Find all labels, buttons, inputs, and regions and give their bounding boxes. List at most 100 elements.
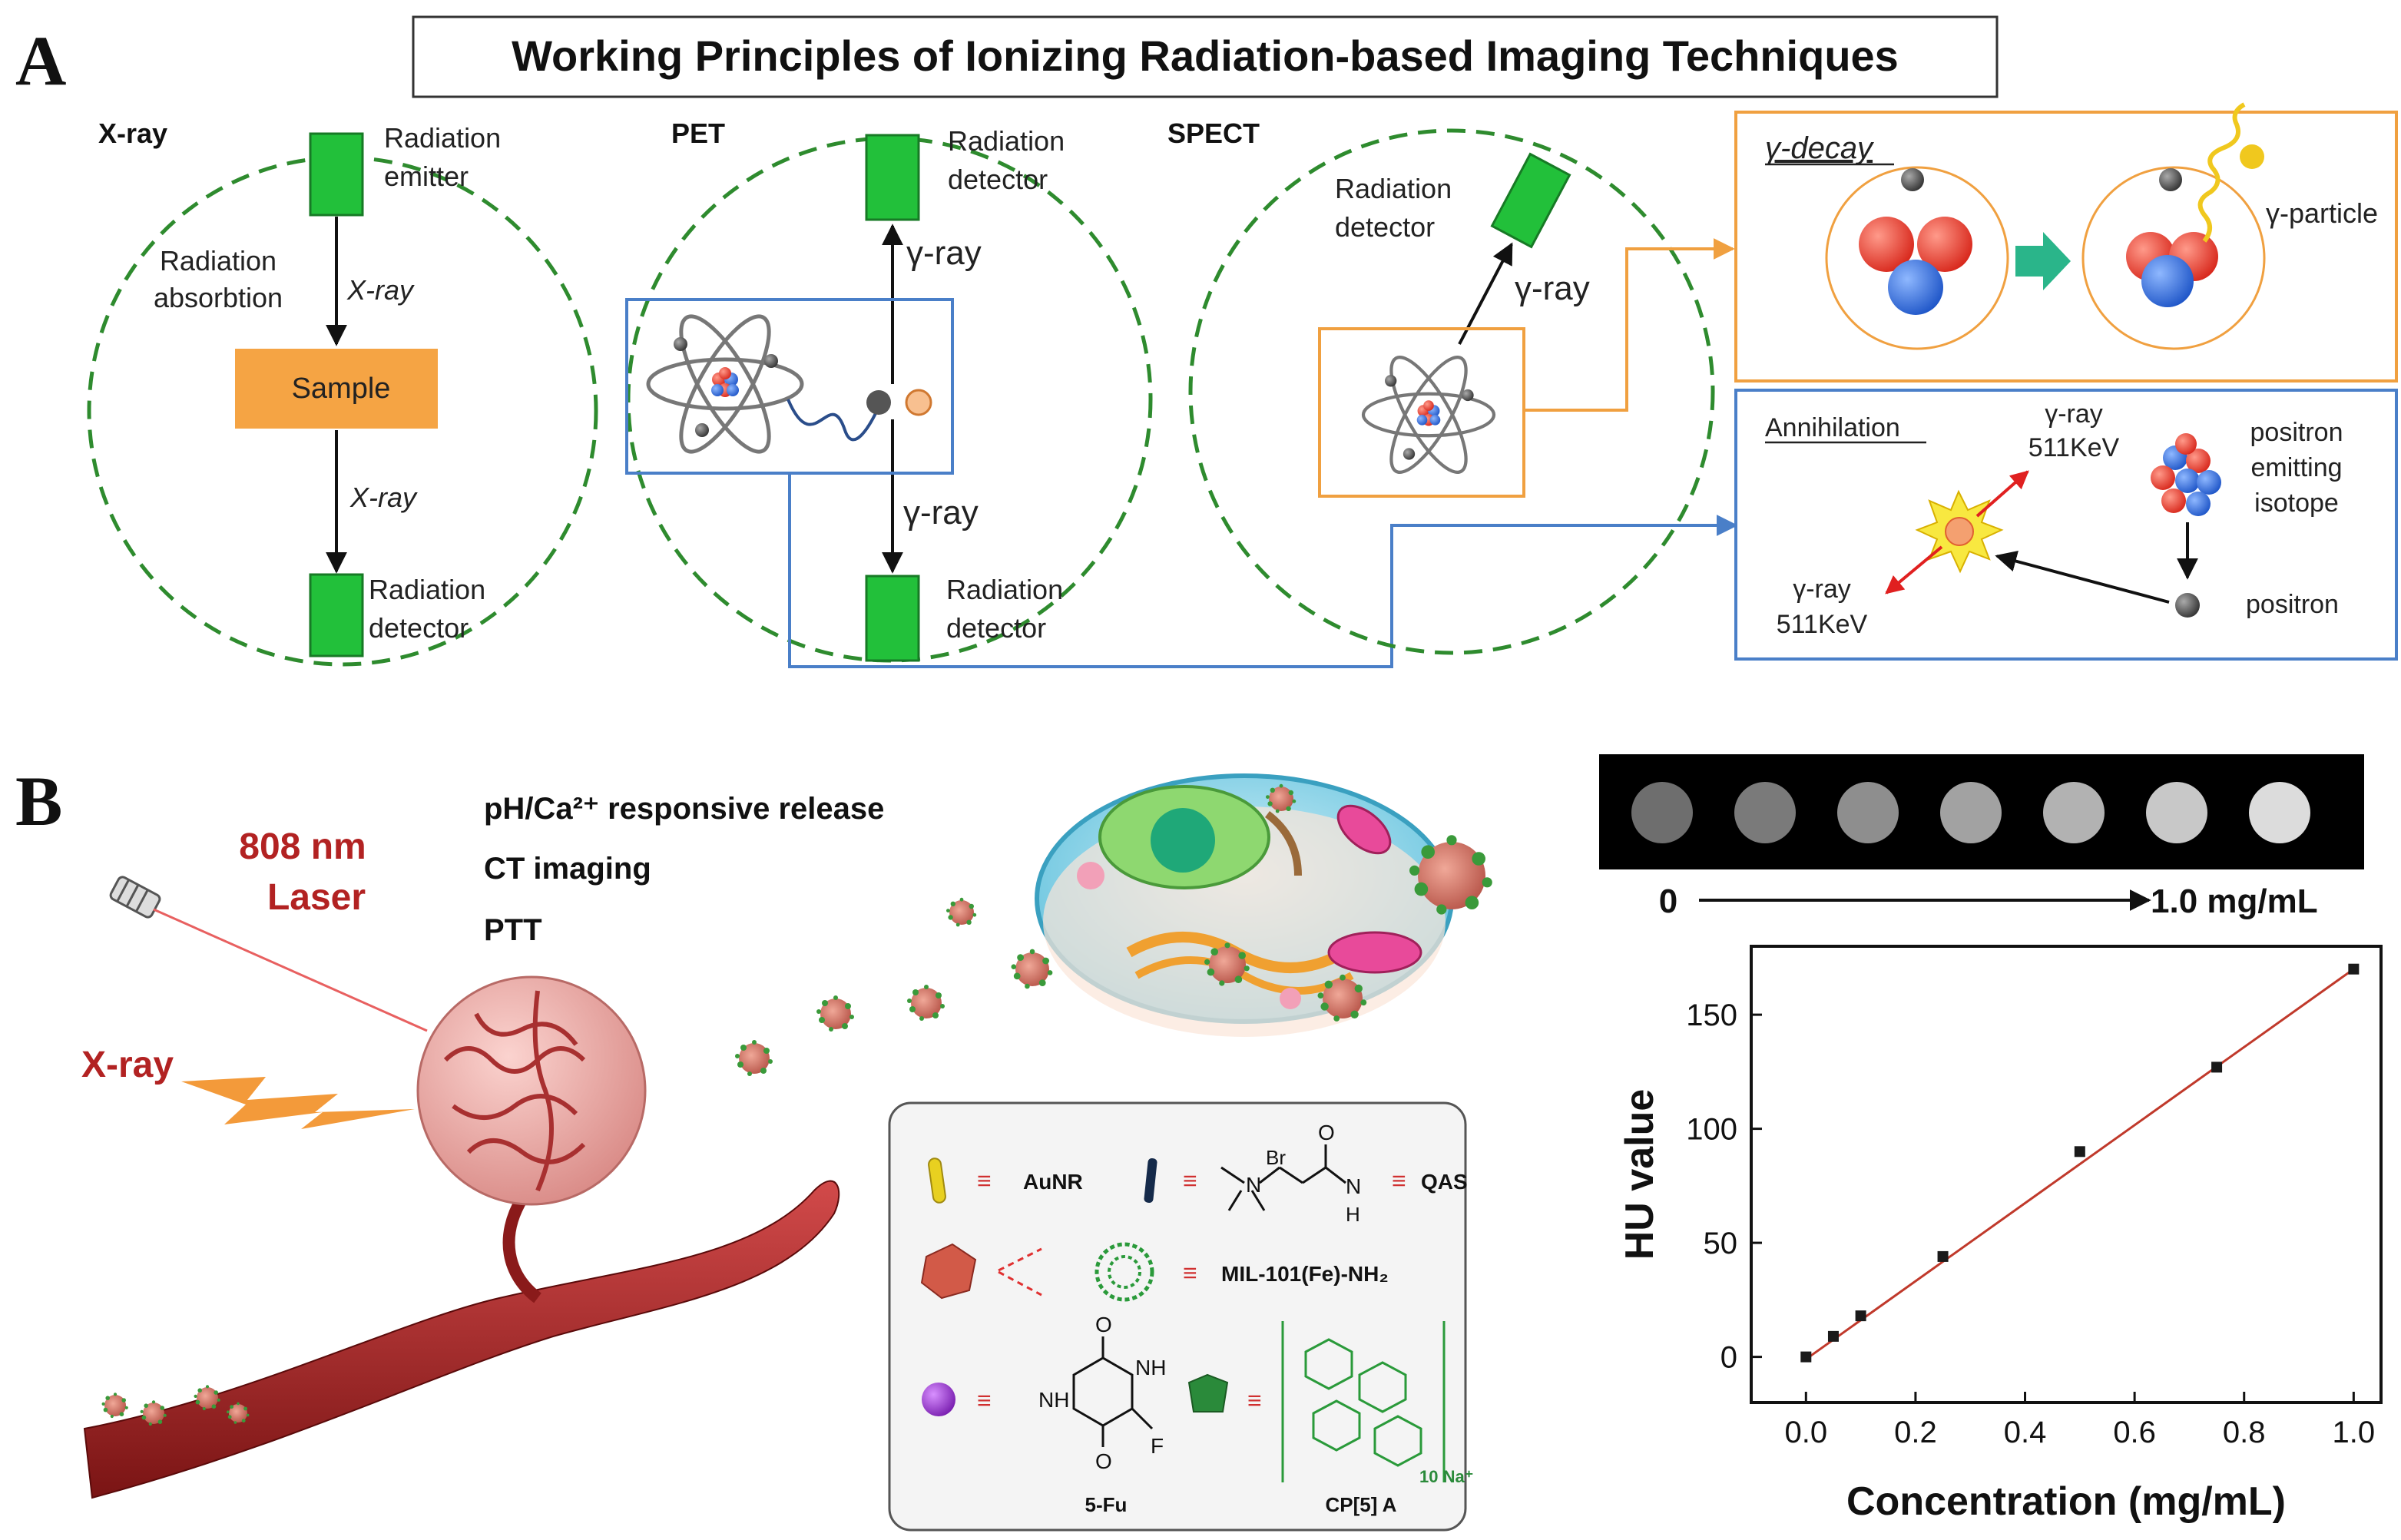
phantom-well-5: [2043, 782, 2105, 843]
qas-nh-h: H: [1346, 1203, 1360, 1226]
function-line-1: pH/Ca²⁺ responsive release: [484, 792, 884, 826]
mil-dashed-arrow-2: [998, 1270, 1042, 1297]
pet-top-detector-label-2: detector: [948, 164, 1048, 195]
sample-box: [235, 349, 438, 429]
phantom-end-label: 1.0 mg/mL: [2151, 883, 2318, 920]
mil-framework-inner: [1108, 1255, 1141, 1289]
spect-ray-label: γ-ray: [1515, 270, 1590, 307]
fu-sphere-icon: [922, 1383, 955, 1416]
isotope-label-1: positron: [2250, 418, 2343, 447]
xray-detector-label-2: detector: [369, 612, 469, 644]
cell-illustration: [1035, 773, 1492, 1037]
x-tick-label: 0.4: [2004, 1416, 2047, 1449]
legend-eq-5: ≡: [977, 1386, 992, 1414]
laser-label-1: 808 nm: [239, 826, 366, 867]
chart-fit-line: [1805, 968, 2355, 1360]
annihilation-ray-down: [1885, 545, 1943, 594]
pet-positron: [905, 389, 932, 416]
pet-positron-trail: [787, 399, 880, 442]
drifting-nanoparticles: [735, 897, 1053, 1076]
qas-structure: [1220, 1144, 1346, 1211]
xray-detector-box: [309, 573, 364, 657]
data-point: [2211, 1061, 2223, 1073]
spect-atom-icon: [1363, 348, 1494, 482]
xray-dashed-circle: [87, 155, 598, 667]
nucleus-before-red-1: [1859, 217, 1914, 272]
gamma-particle-wave: [2197, 102, 2246, 243]
function-line-3: PTT: [484, 913, 542, 947]
pet-bottom-detector-label-1: Radiation: [946, 574, 1063, 605]
phantom-well-1: [1631, 782, 1693, 843]
annihilation-ray2-label-2: 511KeV: [1777, 610, 1868, 639]
nucleus-before-electron: [1901, 168, 1924, 191]
spect-dashed-circle: [1188, 128, 1715, 655]
spect-section: SPECT Radiation detector γ-ray: [1167, 118, 1735, 655]
cp5a-icon: [1187, 1373, 1229, 1412]
x-tick-label: 0.0: [1784, 1416, 1827, 1449]
pet-bottom-detector: [865, 575, 920, 662]
function-line-2: CT imaging: [484, 852, 651, 886]
positron-to-burst-arrow: [1995, 550, 2170, 604]
sample-label: Sample: [292, 373, 391, 405]
laser-beam: [153, 908, 428, 1032]
panel-b-letter: B: [15, 762, 62, 840]
legend-na: 10 Na⁺: [1419, 1467, 1473, 1486]
data-point: [1937, 1250, 1949, 1262]
mil-framework-icon: [1095, 1242, 1154, 1302]
annihilation-ray1-label-1: γ-ray: [2045, 399, 2103, 429]
legend-eq-6: ≡: [1247, 1386, 1262, 1414]
ct-phantom-strip: 0 1.0 mg/mL: [1599, 754, 2364, 920]
decay-arrow: [2015, 232, 2071, 290]
y-tick-label: 100: [1686, 1113, 1737, 1147]
xray-heading: X-ray: [98, 118, 167, 149]
mil-nanoparticle-icon: [920, 1243, 977, 1300]
xray-ray-top-label: X-ray: [346, 274, 415, 306]
xray-detector-label-1: Radiation: [369, 574, 485, 605]
legend-eq-1: ≡: [977, 1167, 992, 1194]
nucleus-before-shell: [1825, 166, 2009, 350]
panel-a-letter: A: [15, 22, 66, 100]
laser-label-2: Laser: [267, 877, 366, 918]
phantom-well-4: [1940, 782, 2002, 843]
annihilation-frame: [1734, 389, 2398, 661]
pet-bottom-detector-label-2: detector: [946, 612, 1046, 644]
qas-icon: [1144, 1158, 1157, 1203]
qas-nh-n: N: [1346, 1174, 1361, 1198]
legend-eq-4: ≡: [1183, 1259, 1197, 1287]
legend-eq-2: ≡: [1183, 1167, 1197, 1194]
xray-absorb-label-2: absorbtion: [154, 282, 283, 313]
spect-detector-label-1: Radiation: [1335, 173, 1452, 204]
qas-o: O: [1318, 1121, 1335, 1144]
nucleus-after-blue: [2141, 255, 2194, 307]
xray-b-label: X-ray: [81, 1045, 174, 1085]
pet-ray-down-label: γ-ray: [903, 494, 979, 532]
data-point: [1827, 1330, 1839, 1342]
spect-detector-label-2: detector: [1335, 211, 1435, 243]
pet-blue-frame: [625, 298, 954, 475]
cp5a-structure: [1281, 1321, 1446, 1482]
nucleus-before-red-2: [1917, 217, 1972, 272]
pet-atom-icon: [648, 305, 802, 462]
legend-mil: MIL-101(Fe)-NH₂: [1221, 1262, 1389, 1286]
gamma-decay-title: γ-decay: [1765, 131, 1875, 165]
xray-emitter-label-1: Radiation: [384, 122, 501, 154]
y-tick-label: 0: [1720, 1341, 1737, 1375]
pet-electron: [866, 390, 891, 415]
legend-frame: [888, 1101, 1467, 1532]
tumor-illustration: [416, 975, 647, 1206]
data-point: [2074, 1146, 2085, 1157]
phantom-well-6: [2146, 782, 2207, 843]
xray-absorb-label-1: Radiation: [160, 245, 277, 277]
mil-dashed-arrow-1: [998, 1247, 1042, 1272]
xray-ray-bottom-label: X-ray: [349, 482, 418, 513]
legend-aunr: AuNR: [1023, 1170, 1083, 1194]
vessel-branch: [502, 1194, 542, 1303]
pet-top-detector-label-1: Radiation: [948, 125, 1065, 157]
annihilation-ray-up: [1975, 470, 2029, 518]
data-point: [1855, 1310, 1866, 1322]
x-tick-label: 0.6: [2113, 1416, 2156, 1449]
